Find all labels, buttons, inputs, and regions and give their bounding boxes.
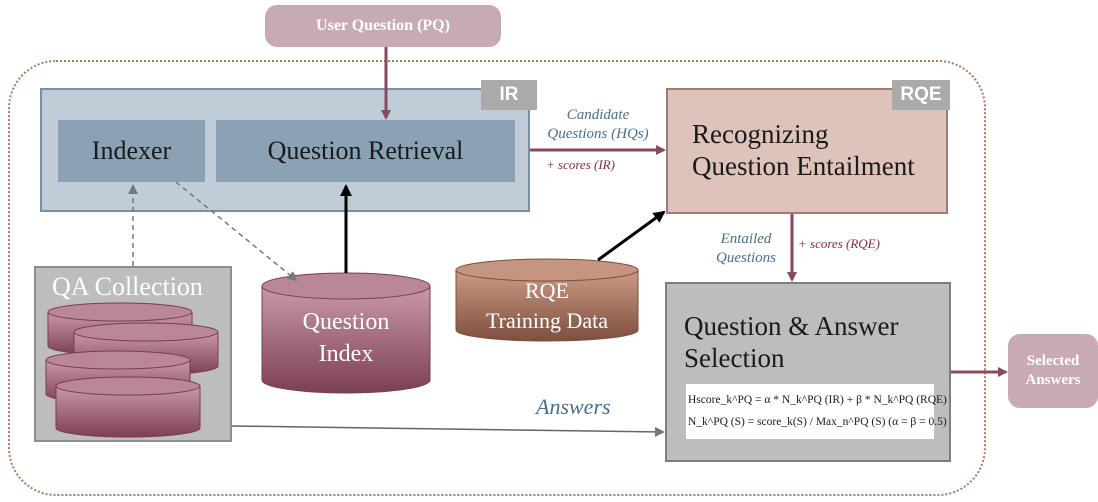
rqe-training-label: RQE Training Data bbox=[456, 276, 638, 336]
formula-line2: N_k^PQ (S) = score_k(S) / Max_n^PQ (S) (… bbox=[688, 416, 947, 428]
question-index-line2: Index bbox=[318, 341, 374, 367]
qa-collection-label: QA Collection bbox=[52, 272, 203, 301]
user-question-node: User Question (PQ) bbox=[265, 5, 501, 47]
rqe-title-line1: Recognizing bbox=[692, 119, 829, 149]
entailed-line2: Questions bbox=[716, 250, 776, 266]
indexer-box: Indexer bbox=[58, 120, 205, 182]
candidate-questions-label: Candidate Questions (HQs) bbox=[540, 106, 656, 144]
selection-title-line2: Selection bbox=[684, 343, 785, 373]
selected-answers-line2: Answers bbox=[1025, 372, 1081, 388]
ir-tag: IR bbox=[481, 80, 537, 110]
question-index-label: Question Index bbox=[262, 306, 430, 370]
selection-title-line1: Question & Answer bbox=[684, 311, 899, 341]
rqe-training-line1: RQE bbox=[525, 278, 569, 303]
candidate-line1: Candidate bbox=[566, 107, 630, 123]
selected-answers-node: Selected Answers bbox=[1008, 334, 1098, 408]
question-index-cylinder bbox=[261, 272, 431, 394]
arrow-training-to-rqe bbox=[597, 210, 666, 262]
selected-answers-line1: Selected bbox=[1026, 353, 1080, 369]
rqe-training-line2: Training Data bbox=[485, 308, 608, 333]
answers-label: Answers bbox=[536, 394, 611, 419]
scores-rqe-label: + scores (RQE) bbox=[798, 236, 880, 251]
formula-line1: Hscore_k^PQ = α * N_k^PQ (IR) + β * N_k^… bbox=[688, 394, 947, 406]
qa-cylinder-4 bbox=[55, 376, 201, 438]
score-formula-box: Hscore_k^PQ = α * N_k^PQ (IR) + β * N_k^… bbox=[686, 384, 947, 439]
arrow-indexer-to-index bbox=[175, 181, 298, 282]
entailed-questions-label: Entailed Questions bbox=[700, 230, 792, 268]
question-index-line1: Question bbox=[302, 309, 390, 335]
arrow-qa-to-selection bbox=[231, 425, 665, 437]
rqe-tag: RQE bbox=[892, 80, 950, 110]
candidate-line2: Questions (HQs) bbox=[547, 126, 649, 142]
entailed-line1: Entailed bbox=[720, 231, 772, 247]
question-retrieval-box: Question Retrieval bbox=[216, 120, 515, 182]
system-boundary bbox=[8, 60, 986, 496]
selection-title: Question & Answer Selection bbox=[684, 310, 944, 374]
scores-ir-label: + scores (IR) bbox=[546, 157, 615, 172]
rqe-training-cylinder bbox=[455, 258, 639, 342]
qa-collection-cylinders bbox=[45, 302, 219, 438]
rqe-title-line2: Question Entailment bbox=[692, 151, 915, 181]
